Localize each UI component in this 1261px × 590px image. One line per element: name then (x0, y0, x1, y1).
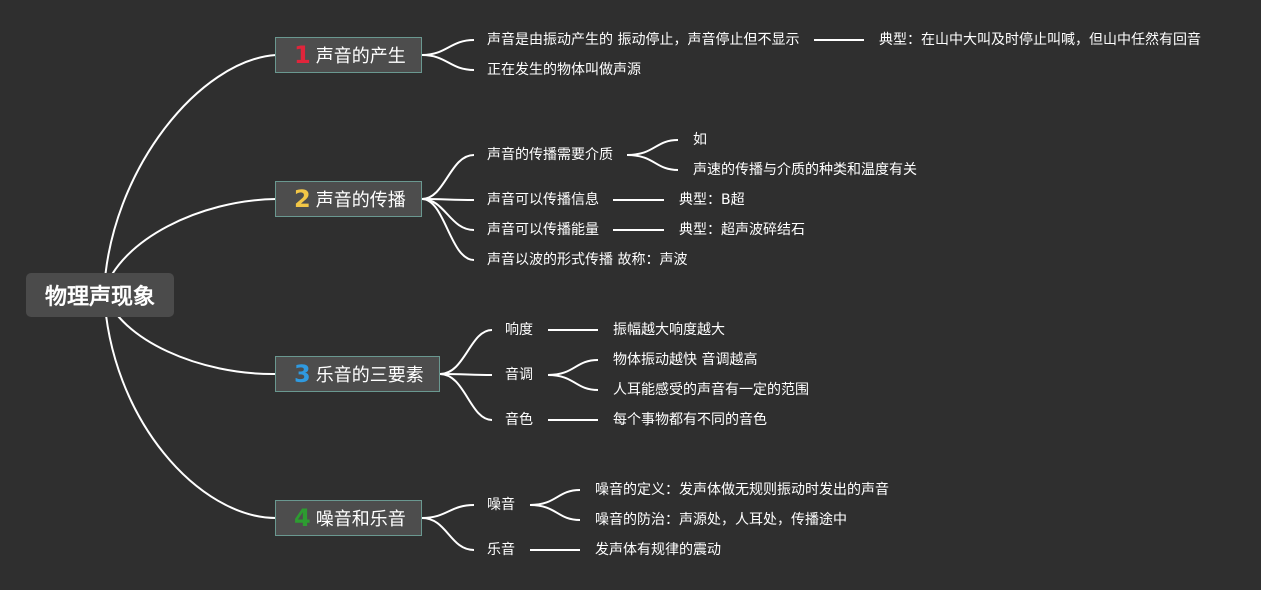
main-topic-three-elements[interactable]: 3 乐音的三要素 (275, 356, 440, 392)
leaf-such-as[interactable]: 如 (693, 132, 707, 148)
number-badge: 2 (294, 185, 311, 213)
leaf-noise-prevention[interactable]: 噪音的防治：声源处，人耳处，传播途中 (595, 512, 847, 528)
subtopic-timbre[interactable]: 音色 (505, 412, 533, 428)
leaf-vibration-speed[interactable]: 物体振动越快 音调越高 (613, 352, 758, 368)
subtopic-musical-sound[interactable]: 乐音 (487, 542, 515, 558)
root-topic[interactable]: 物理声现象 (26, 273, 174, 317)
leaf-different-timbre[interactable]: 每个事物都有不同的音色 (613, 412, 767, 428)
leaf-b-ultrasound[interactable]: 典型：B超 (679, 192, 745, 208)
topic-label: 声音的产生 (315, 46, 406, 67)
subtopic-needs-medium[interactable]: 声音的传播需要介质 (487, 147, 613, 163)
leaf-echo-example[interactable]: 典型：在山中大叫及时停止叫喊，但山中任然有回音 (879, 32, 1201, 48)
subtopic-transmit-energy[interactable]: 声音可以传播能量 (487, 222, 599, 238)
leaf-amplitude[interactable]: 振幅越大响度越大 (613, 322, 725, 338)
main-topic-sound-propagation[interactable]: 2 声音的传播 (275, 181, 422, 217)
subtopic-sound-wave[interactable]: 声音以波的形式传播 故称：声波 (487, 252, 688, 268)
topic-label: 噪音和乐音 (315, 509, 406, 530)
leaf-hearing-range[interactable]: 人耳能感受的声音有一定的范围 (613, 382, 809, 398)
leaf-sound-speed[interactable]: 声速的传播与介质的种类和温度有关 (693, 162, 917, 178)
topic-label: 声音的传播 (315, 190, 406, 211)
number-badge: 1 (294, 41, 311, 69)
leaf-noise-definition[interactable]: 噪音的定义：发声体做无规则振动时发出的声音 (595, 482, 889, 498)
main-topic-sound-production[interactable]: 1 声音的产生 (275, 37, 422, 73)
subtopic-transmit-info[interactable]: 声音可以传播信息 (487, 192, 599, 208)
leaf-regular-vibration[interactable]: 发声体有规律的震动 (595, 542, 721, 558)
number-badge: 4 (294, 504, 311, 532)
subtopic-loudness[interactable]: 响度 (505, 322, 533, 338)
number-badge: 3 (294, 360, 311, 388)
subtopic-noise[interactable]: 噪音 (487, 497, 515, 513)
topic-label: 乐音的三要素 (315, 365, 424, 386)
leaf-lithotripsy[interactable]: 典型：超声波碎结石 (679, 222, 805, 238)
subtopic-sound-source[interactable]: 正在发生的物体叫做声源 (487, 62, 641, 78)
main-topic-noise-and-music[interactable]: 4 噪音和乐音 (275, 500, 422, 536)
subtopic-vibration[interactable]: 声音是由振动产生的 振动停止，声音停止但不显示 (487, 32, 800, 48)
subtopic-pitch[interactable]: 音调 (505, 367, 533, 383)
